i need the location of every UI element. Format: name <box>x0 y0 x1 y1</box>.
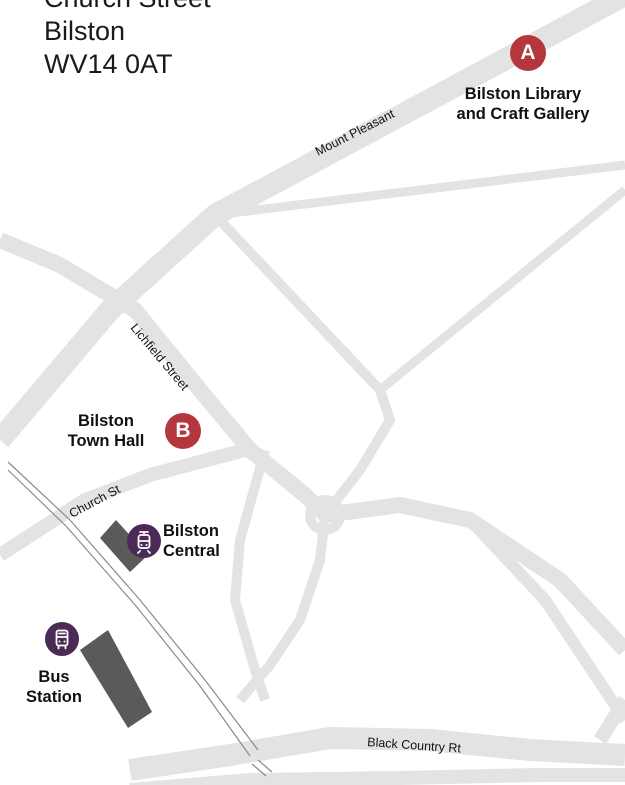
marker-a-label-line-2: and Craft Gallery <box>456 105 590 123</box>
bus-icon <box>55 629 69 650</box>
marker-a-letter: A <box>520 41 536 64</box>
bilston-central-label-line-1: Bilston <box>163 522 219 540</box>
railway-line-4 <box>251 763 267 777</box>
road-lichfield-street <box>0 232 331 521</box>
bus-station-label-line-1: Bus <box>38 668 70 686</box>
railway-line-2 <box>7 469 251 757</box>
marker-b-pin[interactable]: B <box>165 413 201 449</box>
bus-station-label: Bus Station <box>18 667 90 707</box>
marker-a-label-line-1: Bilston Library <box>464 85 582 103</box>
railway-line-1 <box>7 461 259 751</box>
address-line-1: Church Street <box>44 0 211 15</box>
road-east-curve <box>465 515 625 724</box>
address-line-2: Bilston <box>44 16 126 46</box>
road-minor-2 <box>594 696 625 744</box>
building-bilston-central <box>100 520 148 572</box>
marker-b-label-line-2: Town Hall <box>67 432 145 450</box>
bilston-central-label: Bilston Central <box>163 521 220 561</box>
road-inner-diagonal <box>211 211 395 519</box>
road-southwest <box>230 448 270 702</box>
address-line-3: WV14 0AT <box>44 49 173 79</box>
railway <box>7 461 273 777</box>
road-minor-1 <box>0 410 24 437</box>
building-bus-station <box>80 630 152 728</box>
marker-a-pin[interactable]: A <box>510 35 546 71</box>
address-block: Church Street Bilston WV14 0AT <box>44 0 211 81</box>
road-church-st <box>0 443 247 561</box>
road-black-country-rt <box>128 727 625 781</box>
bus-station-label-line-2: Station <box>26 688 82 706</box>
marker-b-label: Bilston Town Hall <box>56 411 156 451</box>
road-label-black-country-rt: Black Country Rt <box>367 735 462 756</box>
bus-stop-bus-station[interactable] <box>45 622 79 656</box>
road-inner-right <box>377 186 625 394</box>
road-inner-top <box>214 160 625 220</box>
marker-a-label: Bilston Library and Craft Gallery <box>448 84 598 124</box>
marker-b-label-line-1: Bilston <box>78 412 134 430</box>
tram-stop-bilston-central[interactable] <box>127 524 161 558</box>
marker-b-letter: B <box>175 419 191 442</box>
bilston-central-label-line-2: Central <box>163 542 220 560</box>
railway-line-3 <box>257 759 273 773</box>
roundabout <box>305 495 345 535</box>
road-black-country-rt-lower <box>129 768 625 785</box>
tram-icon <box>137 531 151 554</box>
